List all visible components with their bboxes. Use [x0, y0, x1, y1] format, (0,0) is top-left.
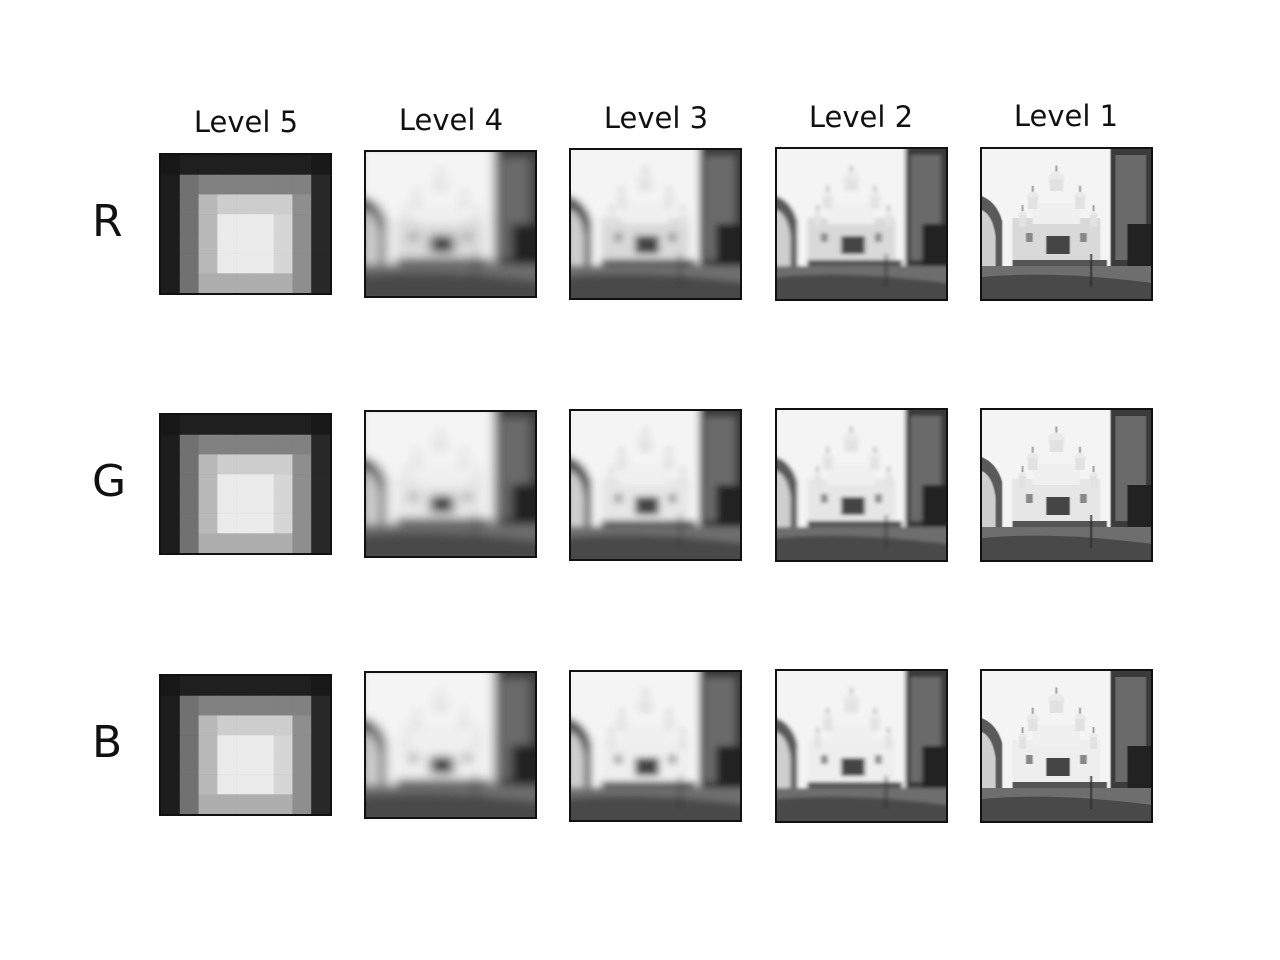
row-label-r: R: [92, 196, 123, 247]
thumbnail-image-r-5: [161, 155, 330, 293]
thumbnail-image-b-2: [777, 671, 946, 821]
thumbnail-image-g-4: [366, 412, 535, 556]
panel-b-level-2: [775, 669, 948, 823]
panel-g-level-1: [980, 408, 1153, 562]
panel-b-level-5: [159, 674, 332, 816]
panel-b-level-4: [364, 671, 537, 819]
thumbnail-image-g-3: [571, 411, 740, 559]
thumbnail-image-b-3: [571, 672, 740, 820]
column-title-level-5: Level 5: [193, 105, 299, 139]
panel-r-level-4: [364, 150, 537, 298]
thumbnail-image-b-5: [161, 676, 330, 814]
panel-g-level-2: [775, 408, 948, 562]
panel-b-level-3: [569, 670, 742, 822]
panel-b-level-1: [980, 669, 1153, 823]
thumbnail-image-b-4: [366, 673, 535, 817]
thumbnail-image-r-4: [366, 152, 535, 296]
row-label-b: B: [92, 717, 123, 768]
column-title-level-3: Level 3: [603, 101, 709, 135]
column-title-level-4: Level 4: [398, 103, 504, 137]
thumbnail-image-g-1: [982, 410, 1151, 560]
thumbnail-image-g-2: [777, 410, 946, 560]
panel-r-level-5: [159, 153, 332, 295]
column-title-level-2: Level 2: [808, 100, 914, 134]
thumbnail-image-b-1: [982, 671, 1151, 821]
thumbnail-image-g-5: [161, 415, 330, 553]
panel-r-level-2: [775, 147, 948, 301]
thumbnail-image-r-1: [982, 149, 1151, 299]
thumbnail-image-r-2: [777, 149, 946, 299]
column-title-level-1: Level 1: [1013, 99, 1119, 133]
panel-r-level-3: [569, 148, 742, 300]
row-label-g: G: [92, 456, 127, 507]
panel-g-level-4: [364, 410, 537, 558]
panel-g-level-3: [569, 409, 742, 561]
panel-g-level-5: [159, 413, 332, 555]
panel-r-level-1: [980, 147, 1153, 301]
thumbnail-image-r-3: [571, 150, 740, 298]
